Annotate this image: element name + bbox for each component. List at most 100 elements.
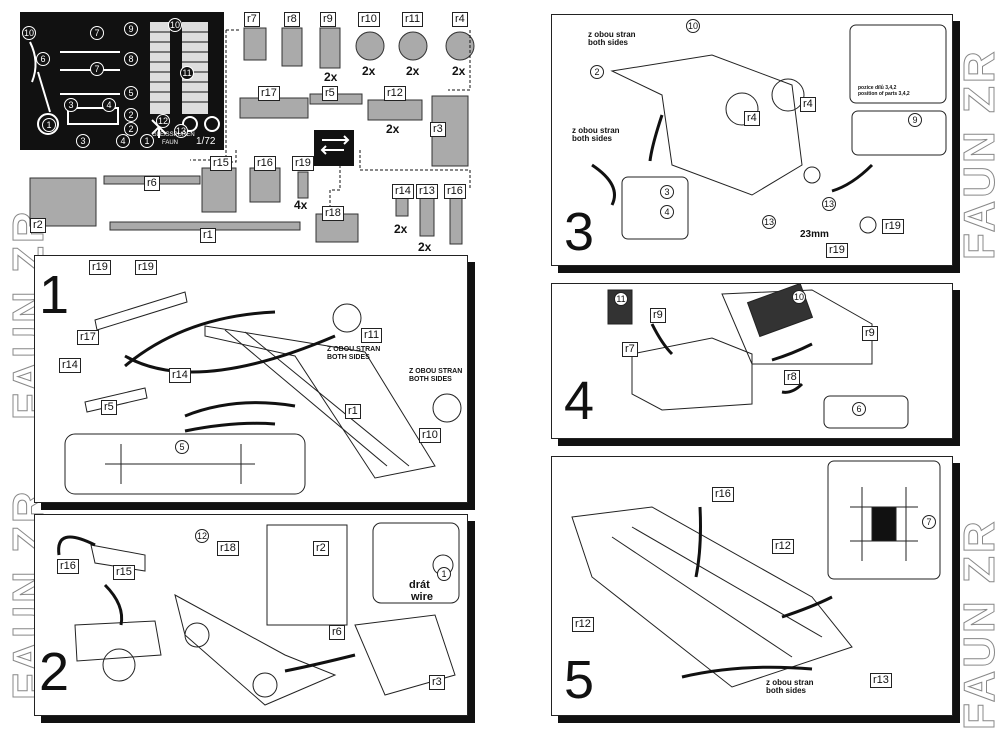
step3-callout-13b: 13: [822, 197, 836, 211]
step-3-number: 3: [564, 202, 595, 262]
fret-part-4a: 4: [102, 98, 116, 112]
step1-label-r14a: r14: [59, 358, 81, 373]
step3-callout-10: 10: [686, 19, 700, 33]
parts-sheet-drawing: [29, 27, 475, 245]
step4-label-r7: r7: [622, 342, 638, 357]
part-label-r7: r7: [244, 12, 260, 27]
part-label-r5: r5: [322, 86, 338, 101]
step2-callout-1: 1: [437, 567, 451, 581]
step3-label-r19a: r19: [882, 219, 904, 234]
count-r12: 2x: [386, 122, 400, 136]
count-r4: 2x: [452, 64, 466, 78]
step-5-drawing: [571, 460, 941, 688]
step3-label-r4a: r4: [800, 97, 816, 112]
step5-label-r13: r13: [870, 673, 892, 688]
part-label-r13: r13: [416, 184, 438, 199]
fret-part-4b: 4: [116, 134, 130, 148]
step1-note-both-sides-1: Z OBOU STRAN BOTH SIDES: [327, 346, 381, 361]
step-2-drawing: [57, 522, 460, 706]
step-3-panel: 3 10 2 3 4 9 13 13 r4 r4 r19 r19 z obou …: [551, 14, 953, 266]
count-r19: 4x: [294, 198, 308, 212]
fret-brand: GLEISSPUREN: [152, 132, 195, 138]
step5-callout-7: 7: [922, 515, 936, 529]
step2-label-r3: r3: [429, 675, 445, 690]
step1-label-r11: r11: [361, 328, 383, 343]
part-label-r11: r11: [402, 12, 424, 27]
step-5-number: 5: [564, 650, 595, 710]
fret-part-5: 5: [124, 86, 138, 100]
step1-label-r17: r17: [77, 330, 99, 345]
part-label-r4: r4: [452, 12, 468, 27]
step4-callout-6: 6: [852, 402, 866, 416]
step3-label-r19b: r19: [826, 243, 848, 258]
step1-label-r10: r10: [419, 428, 441, 443]
step-5-panel: 5 7 r16 r12 r12 r13 z obou stran both si…: [551, 456, 953, 716]
step-4-number: 4: [564, 371, 595, 431]
count-r14: 2x: [394, 222, 408, 236]
fret-part-7b: 7: [90, 62, 104, 76]
fret-part-12: 12: [156, 114, 170, 128]
part-label-r18: r18: [322, 206, 344, 221]
step3-label-r4b: r4: [744, 111, 760, 126]
part-label-r3: r3: [430, 122, 446, 137]
part-label-r8: r8: [284, 12, 300, 27]
step-3-drawing: [591, 24, 947, 240]
step5-label-r12b: r12: [572, 617, 594, 632]
part-label-r9: r9: [320, 12, 336, 27]
part-label-r17: r17: [258, 86, 280, 101]
fret-part-6: 6: [36, 52, 50, 66]
step2-label-r6: r6: [329, 625, 345, 640]
photo-etched-fret: 10 7 9 10 6 8 7 11 5 3 4 2 12 1 2 13 3 4…: [20, 12, 224, 150]
step2-callout-12: 12: [195, 529, 209, 543]
part-label-r2: r2: [30, 218, 46, 233]
step1-label-r19a: r19: [89, 260, 111, 275]
step5-note-both-sides: z obou stran both sides: [766, 678, 814, 695]
step3-callout-3: 3: [660, 185, 674, 199]
step-1-panel: 1 r19 r19 r17 r14 r14 r5 r11 r1 r10 5 Z …: [34, 255, 468, 503]
step1-callout-5: 5: [175, 440, 189, 454]
step3-position-note: pozice dílů 3,4,2 position of parts 3,4,…: [858, 85, 910, 97]
step-4-panel: 4 11 10 6 r9 r9 r7 r8: [551, 283, 953, 439]
step2-wire-en: wire: [411, 591, 434, 603]
fret-part-7a: 7: [90, 26, 104, 40]
part-label-r6: r6: [144, 176, 160, 191]
fret-part-1b: 1: [140, 134, 154, 148]
part-label-r1: r1: [200, 228, 216, 243]
part-label-r10: r10: [358, 12, 380, 27]
fret-part-10b: 10: [168, 18, 182, 32]
step4-callout-10: 10: [792, 290, 806, 304]
fret-part-8: 8: [124, 52, 138, 66]
step1-label-r5: r5: [101, 400, 117, 415]
fret-part-1: 1: [42, 118, 56, 132]
step1-note-both-sides-2: Z OBOU STRAN BOTH SIDES: [409, 368, 463, 383]
step3-callout-13a: 13: [762, 215, 776, 229]
step-1-number: 1: [39, 265, 70, 325]
step5-label-r16: r16: [712, 487, 734, 502]
step3-note-top: z obou stran both sides: [588, 30, 636, 47]
fret-brand-2: FAUN: [162, 140, 179, 146]
count-r9: 2x: [324, 70, 338, 84]
step1-label-r19b: r19: [135, 260, 157, 275]
step1-label-r1: r1: [345, 404, 361, 419]
fret-part-13: 13: [174, 124, 188, 138]
step-1-drawing: [64, 291, 462, 495]
step5-label-r12a: r12: [772, 539, 794, 554]
step4-label-r9a: r9: [650, 308, 666, 323]
part-label-r19: r19: [292, 156, 314, 171]
fret-part-9: 9: [124, 22, 138, 36]
step-2-number: 2: [39, 642, 70, 702]
step1-label-r14b: r14: [169, 368, 191, 383]
step4-label-r8: r8: [784, 370, 800, 385]
step2-label-r2: r2: [313, 541, 329, 556]
count-r10: 2x: [362, 64, 376, 78]
fret-part-2b: 2: [124, 122, 138, 136]
count-r13: 2x: [418, 240, 432, 254]
step3-note-mid: z obou stran both sides: [572, 126, 620, 143]
step4-callout-11: 11: [614, 292, 628, 306]
fret-part-3a: 3: [64, 98, 78, 112]
step-4-drawing: [607, 284, 909, 429]
part-label-r15: r15: [210, 156, 232, 171]
step2-label-r18: r18: [217, 541, 239, 556]
fret-part-3b: 3: [76, 134, 90, 148]
step2-label-r16: r16: [57, 559, 79, 574]
